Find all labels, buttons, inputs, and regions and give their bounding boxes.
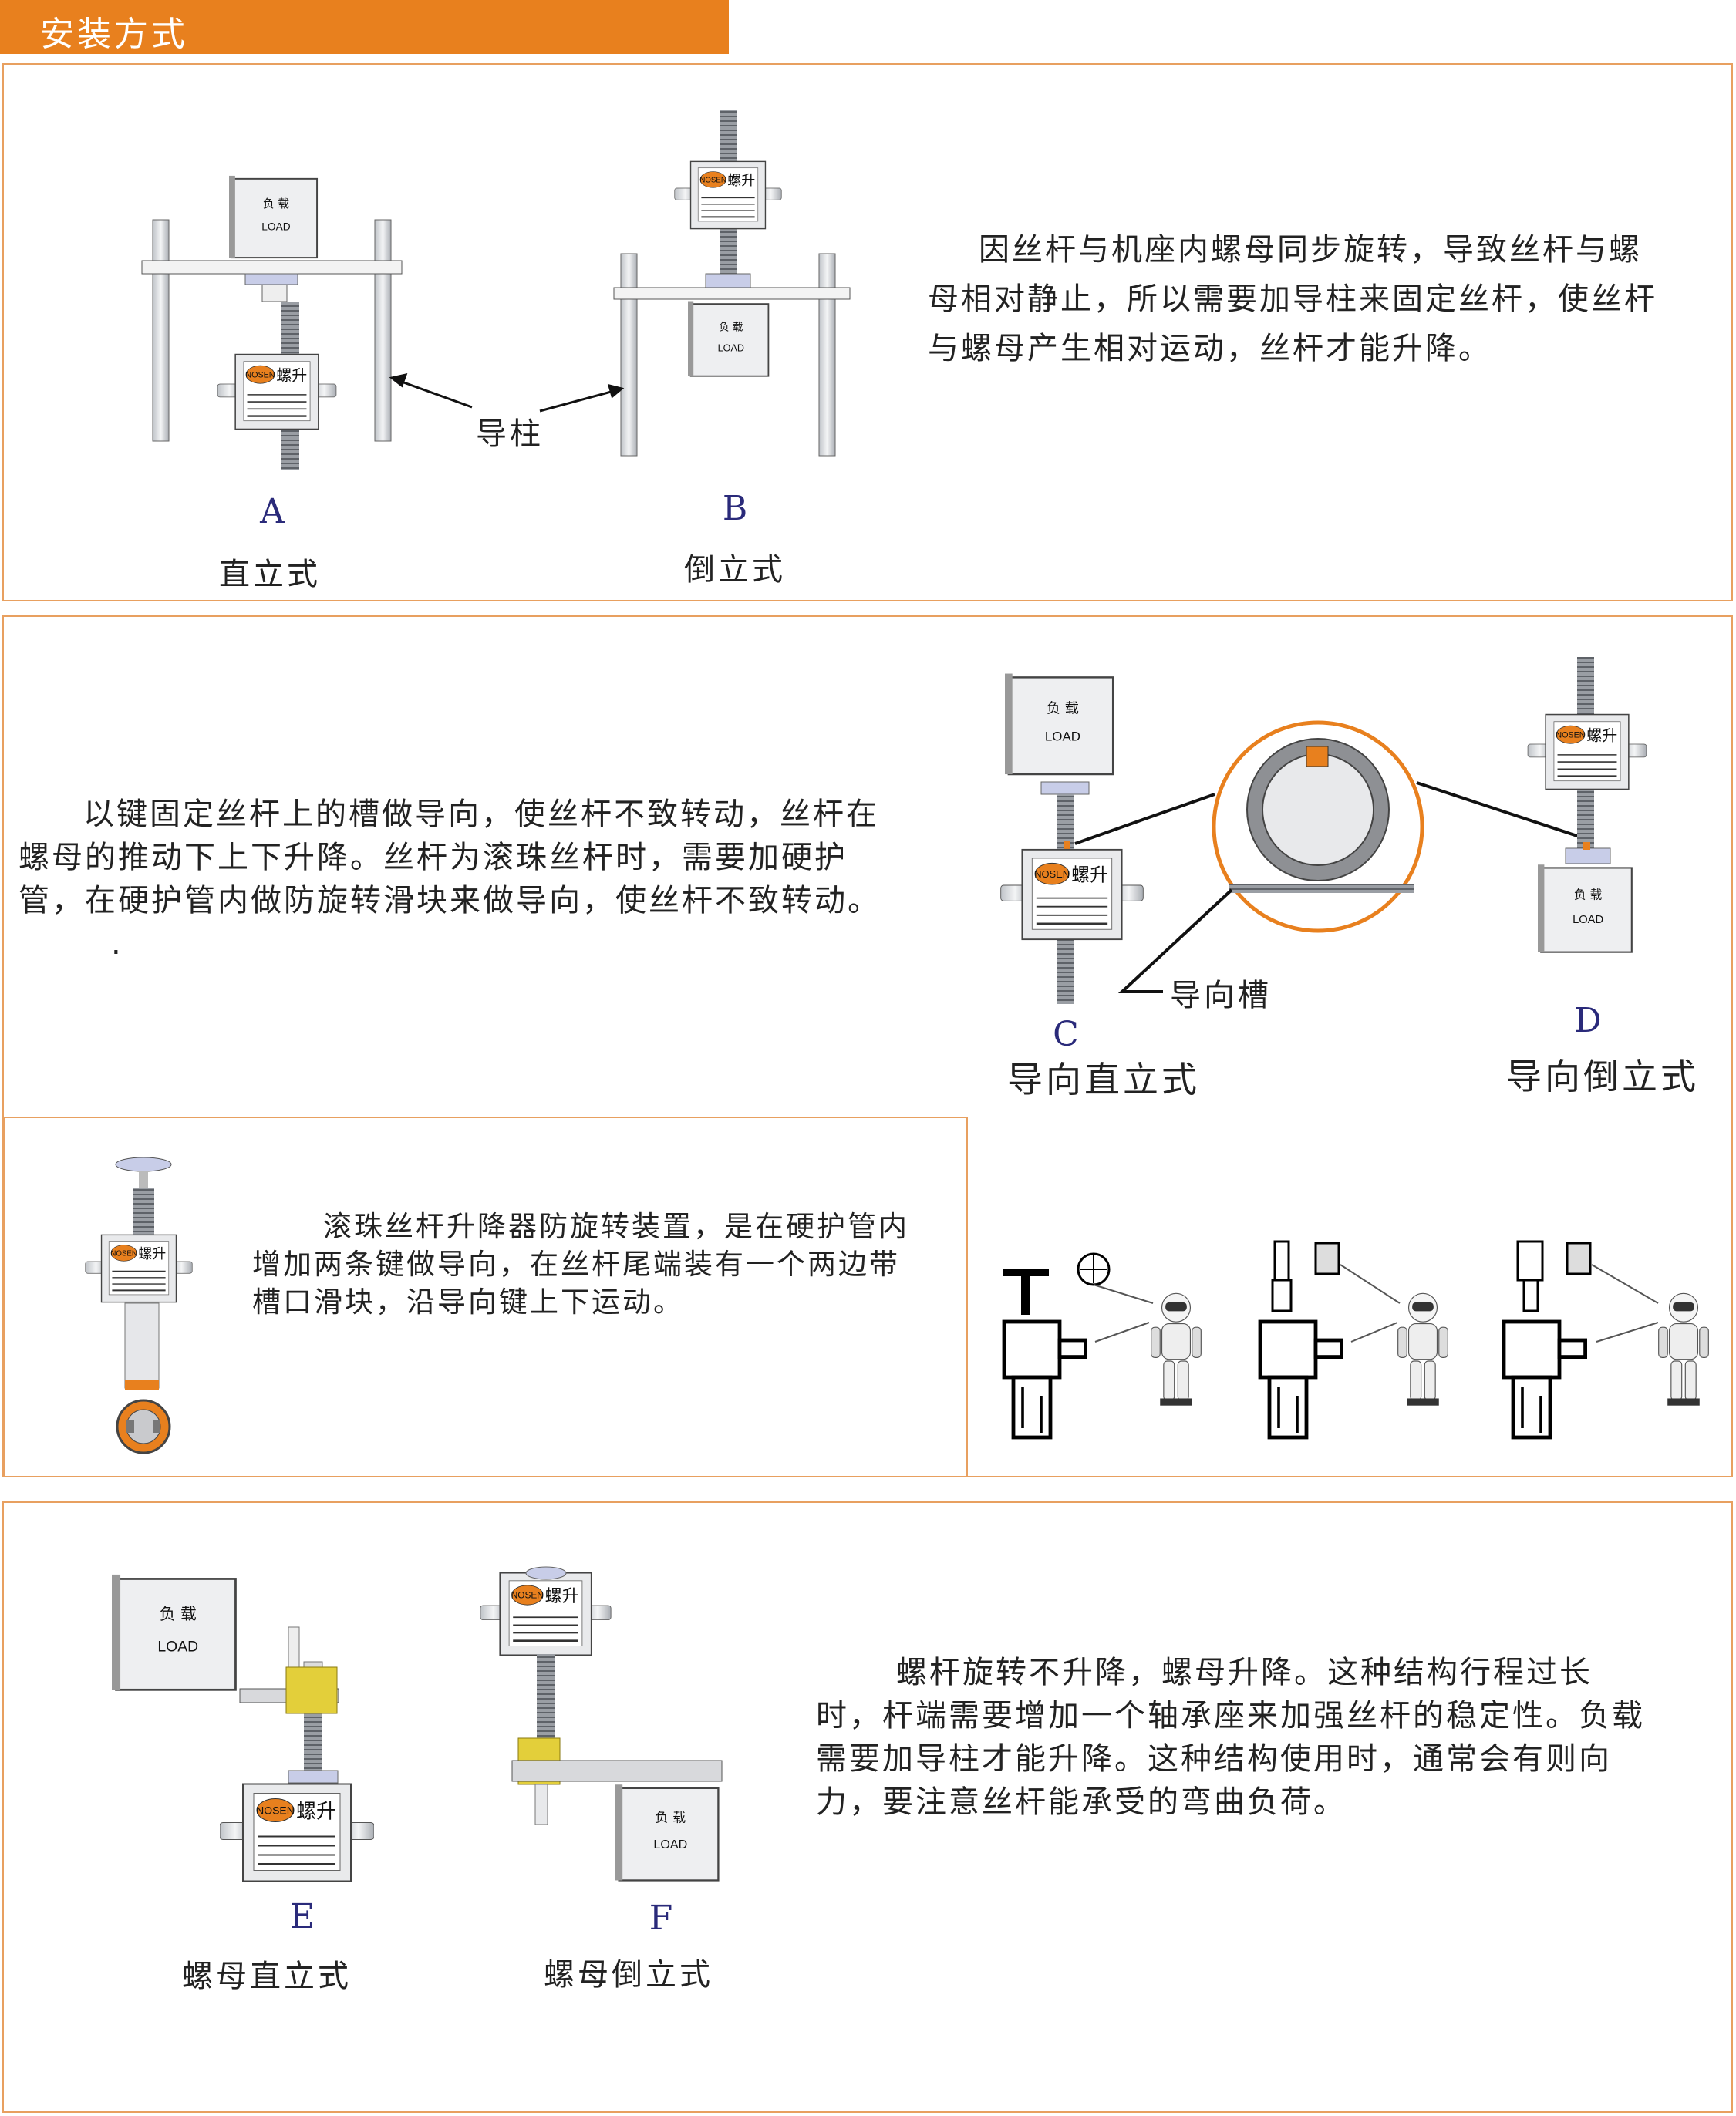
load-cn-text: 负 载 (655, 1811, 686, 1826)
load-en-text: LOAD (261, 221, 291, 233)
section-2-description: 以键固定丝杆上的槽做导向，使丝杆不致转动，丝杆在 螺母的推动下上下升降。丝杆为滚… (19, 797, 881, 962)
guide-post (620, 253, 638, 457)
figure-a-letter: A (260, 492, 285, 531)
guide-post (818, 253, 836, 457)
brand-logo-text: NOSEN (110, 1249, 137, 1258)
section-1-description: 因丝杆与机座内螺母同步旋转，导致丝杆与螺 母相对静止，所以需要加导柱来固定丝杆，… (928, 232, 1657, 366)
load-en-text: LOAD (1045, 729, 1080, 744)
application-diagram-1 (1003, 1252, 1202, 1437)
load-block-label: 负 载 LOAD (653, 1811, 687, 1852)
figure-d-letter: D (1574, 1001, 1602, 1040)
figure-f-caption: 螺母倒立式 (544, 1957, 713, 1993)
figure-b-caption: 倒立式 (684, 552, 786, 588)
load-cn-text: 负 载 (1574, 887, 1603, 901)
robot-application-diagrams (1003, 1240, 1709, 1437)
load-cn-text: 负 载 (160, 1605, 197, 1623)
load-block-label: 负 载 LOAD (718, 321, 744, 353)
brand-logo-text: NOSEN (256, 1804, 295, 1817)
header-title: 安装方式 (40, 15, 188, 54)
section-header: 安装方式 (0, 0, 729, 54)
figure-d-caption: 导向倒立式 (1506, 1056, 1699, 1097)
load-block-label: 负 载 LOAD (261, 197, 291, 233)
figure-a-caption: 直立式 (219, 557, 321, 592)
load-cn-text: 负 载 (719, 321, 743, 333)
load-en-text: LOAD (653, 1838, 687, 1852)
load-en-text: LOAD (718, 342, 744, 353)
brand-logo-text: NOSEN (1034, 868, 1070, 880)
ball-screw-description: 滚珠丝杆升降器防旋转装置，是在硬护管内 增加两条键做导向，在丝杆尾端装有一个两边… (252, 1210, 909, 1319)
application-diagram-2 (1260, 1240, 1448, 1437)
brand-logo-text: NOSEN (245, 371, 275, 380)
figure-e-letter: E (289, 1897, 315, 1936)
product-name-text: 螺升 (727, 173, 755, 189)
load-cn-text: 负 载 (263, 197, 289, 211)
figure-e-caption: 螺母直立式 (182, 1959, 352, 1994)
product-name-text: 螺升 (276, 366, 307, 384)
guide-groove-magnifier (1074, 720, 1580, 993)
product-name-text: 螺升 (138, 1246, 166, 1262)
product-name-text: 螺升 (1586, 726, 1617, 744)
load-cn-text: 负 载 (1047, 700, 1079, 716)
guide-groove-callout-label: 导向槽 (1170, 978, 1272, 1013)
guide-post (374, 219, 392, 442)
load-block-label: 负 载 LOAD (1045, 700, 1080, 743)
ball-screw-panel (4, 1117, 968, 1477)
load-block-label: 负 载 LOAD (157, 1605, 198, 1656)
product-name-text: 螺升 (296, 1801, 336, 1824)
brand-logo-text: NOSEN (1556, 731, 1585, 740)
section-1-panel (2, 63, 1733, 601)
brand-logo-text: NOSEN (511, 1590, 544, 1601)
section-3-description: 螺杆旋转不升降，螺母升降。这种结构行程过长 时，杆端需要增加一个轴承座来加强丝杆… (816, 1655, 1645, 1820)
guide-post-callout-arrows (389, 372, 625, 413)
figure-b-letter: B (722, 489, 748, 528)
application-diagram-3 (1504, 1240, 1709, 1437)
brand-logo-text: NOSEN (699, 176, 726, 184)
load-block-label: 负 载 LOAD (1573, 887, 1603, 926)
load-en-text: LOAD (157, 1639, 198, 1656)
guide-post-callout-label: 导柱 (476, 416, 544, 452)
section-3-panel (2, 1501, 1733, 2113)
guide-post (152, 219, 170, 442)
figure-f-letter: F (649, 1899, 673, 1938)
product-name-text: 螺升 (1071, 864, 1108, 885)
product-name-text: 螺升 (545, 1587, 579, 1606)
figure-c-caption: 导向直立式 (1007, 1059, 1200, 1100)
figure-c-letter: C (1053, 1015, 1079, 1054)
load-en-text: LOAD (1573, 914, 1603, 926)
